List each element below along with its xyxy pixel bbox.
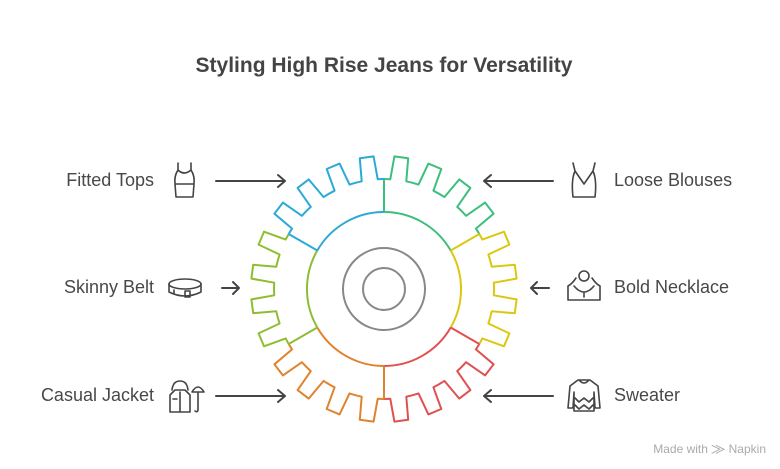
gear-teeth-segment (478, 230, 518, 348)
arrow-casual-jacket (215, 389, 286, 403)
gear-inner-arc (383, 211, 452, 252)
hub-outer-ring (342, 247, 426, 331)
arrow-skinny-belt (221, 281, 240, 295)
gear (250, 155, 518, 423)
gear-teeth-segment (383, 155, 495, 235)
gear-inner-arc (449, 250, 463, 328)
arrow-fitted-tops (215, 174, 286, 188)
necklace-icon (567, 270, 601, 301)
brand-text: Napkin (728, 442, 766, 456)
arrow-bold-necklace (530, 281, 550, 295)
label-loose-blouses: Loose Blouses (614, 170, 733, 190)
gear-inner-arc (383, 326, 452, 367)
gear-inner-arc (316, 211, 385, 252)
gear-divider (450, 233, 480, 252)
footer-credit: Made with ⨠ Napkin (653, 442, 766, 457)
arrow-sweater (483, 389, 554, 403)
made-with-text: Made with (653, 442, 708, 456)
gear-teeth-segment (383, 343, 495, 423)
label-casual-jacket: Casual Jacket (40, 385, 154, 405)
blouse-icon (571, 162, 597, 198)
sweater-icon (567, 379, 601, 412)
label-skinny-belt: Skinny Belt (63, 277, 154, 297)
gear-teeth-segment (273, 343, 385, 423)
gear-divider (288, 326, 318, 345)
napkin-logo-icon: ⨠ (711, 442, 726, 456)
tank-top-icon (174, 162, 195, 198)
hub-inner-ring (362, 267, 406, 311)
gear-inner-arc (305, 250, 319, 328)
label-bold-necklace: Bold Necklace (614, 277, 730, 297)
gear-teeth-segment (250, 230, 290, 348)
gear-divider (450, 326, 480, 345)
gear-teeth-segment (273, 155, 385, 235)
belt-icon (168, 278, 202, 298)
diagram-title: Styling High Rise Jeans for Versatility (195, 54, 573, 77)
jacket-umbrella-icon (169, 380, 205, 413)
gear-inner-arc (316, 326, 385, 367)
arrow-loose-blouses (483, 174, 554, 188)
gear-divider (288, 233, 318, 252)
label-fitted-tops: Fitted Tops (66, 170, 154, 190)
label-sweater: Sweater (614, 385, 681, 405)
